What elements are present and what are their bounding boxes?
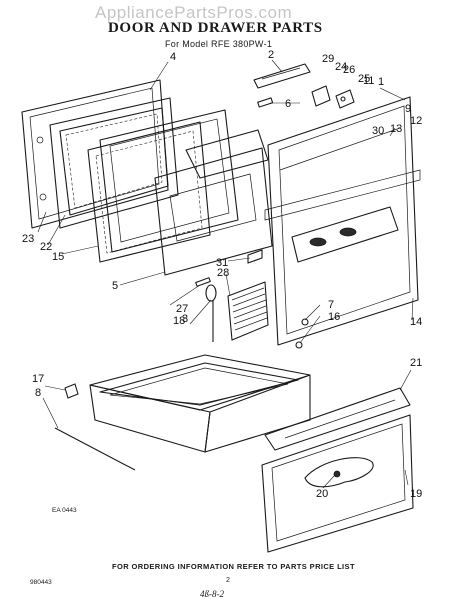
diagram-title: DOOR AND DRAWER PARTS (108, 20, 323, 36)
drawer-front-trim (264, 387, 411, 451)
callout-6: 6 (285, 98, 291, 110)
callout-3: 3 (182, 313, 188, 325)
callout-24: 24 (335, 61, 347, 73)
handwritten-mark: 4ß-8-2 (200, 589, 224, 599)
callout-2: 2 (268, 49, 274, 61)
callout-11: 11 (363, 75, 374, 87)
callout-27: 27 (176, 303, 188, 315)
door-window-frame (49, 97, 179, 229)
door-liner-gasket (87, 121, 211, 263)
callout-20: 20 (316, 488, 328, 500)
callout-8: 8 (35, 387, 41, 399)
callout-15: 15 (52, 251, 64, 263)
inner-door-frame (99, 109, 239, 253)
callout-14: 14 (410, 316, 422, 328)
callout-25: 25 (358, 73, 370, 85)
callout-30: 30 (372, 125, 384, 137)
drawer-handle (304, 457, 374, 488)
callout-leader-lines (37, 59, 414, 489)
callout-22: 22 (40, 241, 52, 253)
door-hinge-hardware (195, 249, 263, 342)
drawing-code: EA 0443 (52, 507, 77, 514)
door-top-cover (185, 129, 269, 179)
drawer-stop-clip (64, 383, 79, 399)
callout-4: 4 (170, 51, 176, 63)
callout-16: 16 (328, 311, 340, 323)
callout-labels: 1 2 3 4 5 6 7 8 9 11 12 13 14 15 16 17 1… (22, 49, 422, 500)
oven-door-assembly (264, 96, 421, 346)
small-hardware-group (257, 85, 355, 109)
drawer-glide-rail (54, 427, 136, 471)
callout-19: 19 (410, 488, 422, 500)
door-vent-insulation (227, 281, 269, 341)
lower-door-hardware (295, 318, 309, 349)
inner-door-panel (154, 147, 273, 276)
callout-18: 18 (173, 315, 185, 327)
page-number: 2 (226, 577, 230, 584)
callout-1: 1 (378, 76, 384, 88)
callout-29: 29 (322, 53, 334, 65)
callout-31: 31 (216, 257, 228, 269)
callout-21: 21 (410, 357, 422, 369)
callout-7: 7 (328, 299, 334, 311)
model-line: For Model RFE 380PW-1 (165, 39, 273, 49)
storage-drawer (89, 354, 311, 453)
callout-26: 26 (343, 64, 355, 76)
watermark: AppliancePartsPros.com (95, 3, 293, 22)
callout-13: 13 (390, 123, 402, 135)
door-top-hinge-bracket (253, 63, 311, 89)
ordering-note: FOR ORDERING INFORMATION REFER TO PARTS … (112, 562, 355, 571)
outer-door-panel (21, 79, 169, 229)
callout-9: 9 (405, 103, 411, 115)
drawer-front-panel (261, 414, 414, 553)
document-code: 980443 (30, 579, 52, 586)
callout-28: 28 (217, 267, 229, 279)
callout-12: 12 (410, 115, 422, 127)
callout-17: 17 (32, 373, 44, 385)
callout-23: 23 (22, 233, 34, 245)
callout-5: 5 (112, 280, 118, 292)
